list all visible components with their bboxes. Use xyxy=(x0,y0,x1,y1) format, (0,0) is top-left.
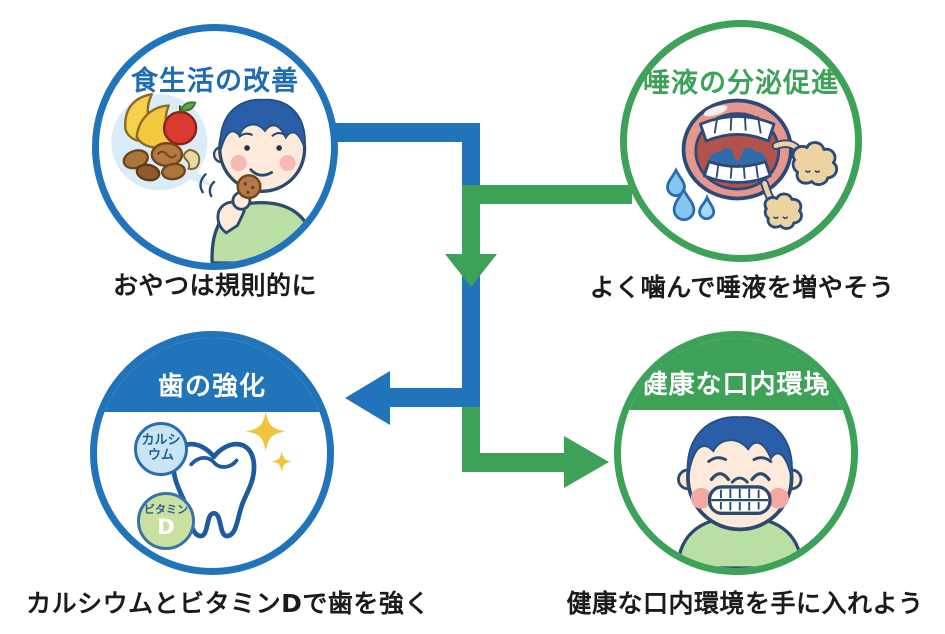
saliva-title: 唾液の分泌促進 xyxy=(643,68,839,99)
green-arrow-horizontal-top xyxy=(462,185,632,204)
vitamin-d-badge-line1: ビタミン xyxy=(144,503,188,517)
salivary-gland-icon xyxy=(760,139,839,230)
healthy-teeth-grin-icon xyxy=(707,485,772,515)
open-mouth-illustration xyxy=(666,98,839,230)
snacking-boy xyxy=(199,98,318,263)
calcium-badge: カルシ ウム xyxy=(134,422,188,476)
motion-lines-icon xyxy=(199,173,216,198)
nuts-icon xyxy=(122,142,201,182)
diet-title: 食生活の改善 xyxy=(131,66,299,97)
open-mouth-icon xyxy=(681,98,793,201)
smiling-boy-illustration xyxy=(675,416,804,568)
healthy-foods-bubble xyxy=(111,93,214,191)
green-arrow-horizontal-bottom xyxy=(462,453,566,472)
diet-node-circle: 食生活の改善 xyxy=(92,24,338,270)
healthy-title-cap: 健康な口内環境 xyxy=(621,338,851,410)
blue-arrow-horizontal-bottom xyxy=(388,388,480,407)
green-arrow-vertical-lower xyxy=(462,386,480,472)
green-arrow-head-down xyxy=(445,254,497,287)
healthy-caption: 健康な口内環境を手に入れよう xyxy=(566,589,924,618)
snacking-boy-illustration xyxy=(111,93,318,263)
blue-arrow-head-left xyxy=(345,371,390,425)
saliva-drops-icon xyxy=(666,167,716,222)
calcium-badge-line2: ウム xyxy=(147,448,174,463)
teeth-title: 歯の強化 xyxy=(157,372,266,402)
vitamin-d-badge-line2: D xyxy=(157,514,175,539)
smiling-boy xyxy=(675,416,804,568)
healthy-title: 健康な口内環境 xyxy=(641,370,831,400)
sparkle-icon xyxy=(245,411,293,472)
green-arrow-vertical-upper xyxy=(462,185,480,256)
saliva-node-circle: 唾液の分泌促進 xyxy=(620,20,862,262)
healthy-node-circle: 健康な口内環境 xyxy=(614,331,858,575)
calcium-badge-line1: カルシ xyxy=(141,433,181,449)
green-arrow-head-right xyxy=(564,436,609,488)
saliva-caption: よく噛んで唾液を増やそう xyxy=(589,273,895,302)
vitamin-d-badge: ビタミン D xyxy=(137,492,195,550)
teeth-node-circle: 歯の強化 カルシ ウム ビタミン D xyxy=(90,331,334,575)
blue-arrow-horizontal-top xyxy=(334,123,480,142)
diet-caption: おやつは規則的に xyxy=(112,271,317,300)
apple-icon xyxy=(162,101,198,146)
teeth-title-cap: 歯の強化 xyxy=(97,338,327,412)
cookie-icon xyxy=(236,174,262,200)
teeth-caption: カルシウムとビタミンDで歯を強く xyxy=(26,589,430,618)
